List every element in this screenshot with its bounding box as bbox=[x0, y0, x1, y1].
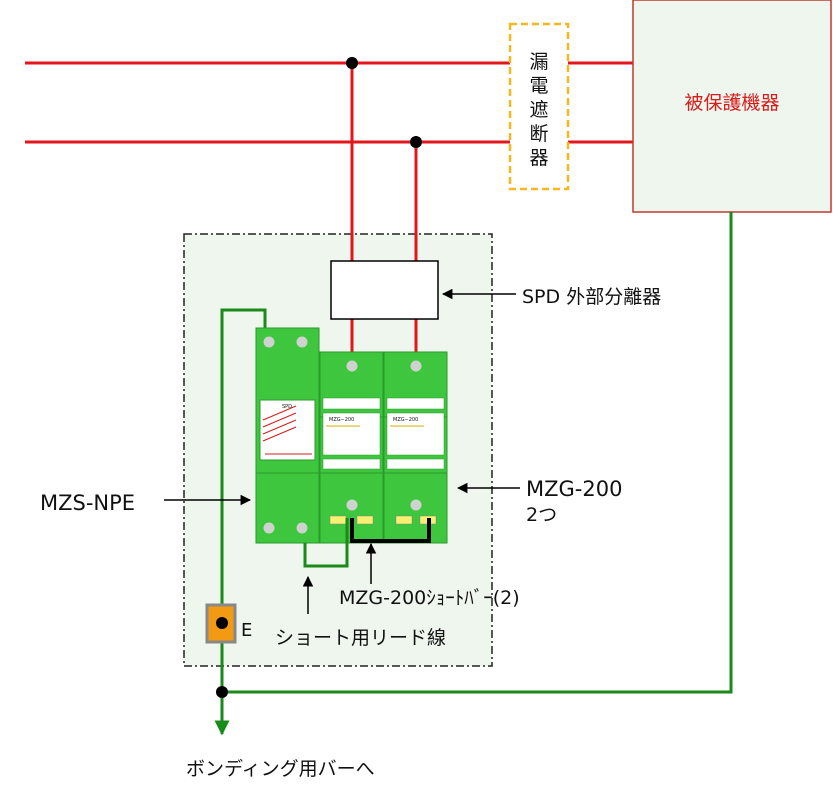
protected-device: 被保護機器 bbox=[632, 0, 832, 213]
mzg-200-module-2: MZG−200 bbox=[383, 351, 448, 544]
mzg-module-2-text: MZG−200 bbox=[393, 417, 418, 423]
mzg-200-count-label: 2つ bbox=[526, 504, 557, 526]
ground-wiring bbox=[214, 212, 733, 736]
short-bar-label: MZG-200ｼｮｰﾄﾊﾞｰ(2) bbox=[339, 587, 520, 609]
leakage-breaker-char-2: 電 bbox=[529, 75, 548, 97]
short-lead-label: ショート用リード線 bbox=[275, 627, 446, 649]
spd-disconnector-label: SPD 外部分離器 bbox=[522, 286, 661, 308]
mzs-npe-module: SPD bbox=[255, 327, 320, 544]
mzs-npe-module-text: SPD bbox=[282, 404, 292, 410]
leakage-breaker-char-1: 漏 bbox=[529, 51, 548, 73]
leakage-breaker-char-4: 断 bbox=[529, 123, 548, 145]
spd-disconnector-box bbox=[330, 260, 439, 320]
mzg-200-label: MZG-200 bbox=[526, 477, 622, 501]
leakage-breaker: 漏 電 遮 断 器 bbox=[508, 22, 570, 191]
leakage-breaker-char-5: 器 bbox=[529, 147, 548, 169]
mzg-module-1-text: MZG−200 bbox=[329, 417, 354, 423]
mzg-200-module-1: MZG−200 bbox=[319, 351, 384, 544]
mzs-npe-label: MZS-NPE bbox=[40, 491, 135, 515]
earth-terminal bbox=[205, 603, 237, 644]
mzg-short-bar bbox=[350, 518, 431, 543]
bonding-bar-label: ボンディング用バーへ bbox=[186, 758, 375, 780]
earth-terminal-label: E bbox=[241, 620, 252, 641]
protected-device-label: 被保護機器 bbox=[684, 92, 779, 114]
leakage-breaker-char-3: 遮 bbox=[529, 99, 548, 121]
short-lead-wire bbox=[303, 518, 349, 568]
